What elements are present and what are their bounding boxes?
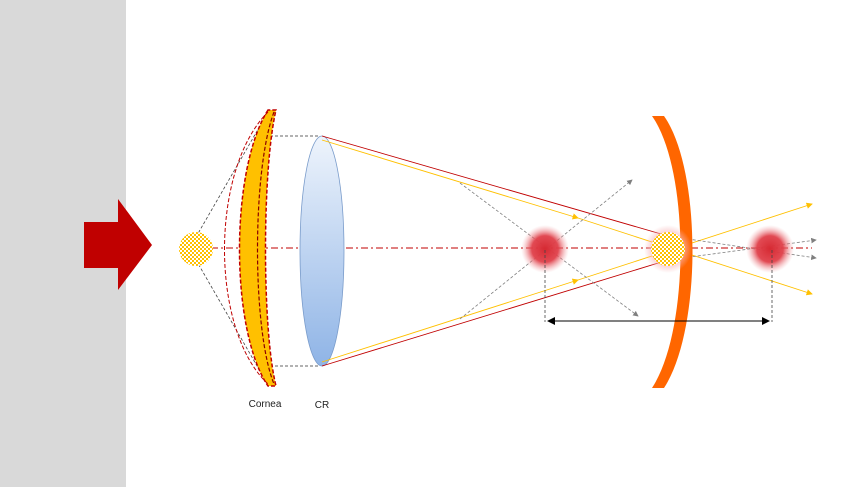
cornea-label: Cornea [248,399,282,410]
focal-spot-front [521,225,569,273]
cornea-lens-guides [270,135,320,367]
red-rays [321,135,669,367]
object-cone-lines [195,111,269,386]
crystalline-lens-label: CR [314,400,330,411]
crystalline-lens [299,135,345,367]
cornea-outer-dashed-curve [224,111,269,385]
defocus-measurement [544,250,773,325]
cornea [238,109,277,387]
focal-spot-back [746,225,794,273]
retina-image-spot [651,232,685,266]
object-point [179,232,213,266]
cornea-inner-dashed-curve [256,111,275,385]
incoming-light-arrow [84,199,152,290]
